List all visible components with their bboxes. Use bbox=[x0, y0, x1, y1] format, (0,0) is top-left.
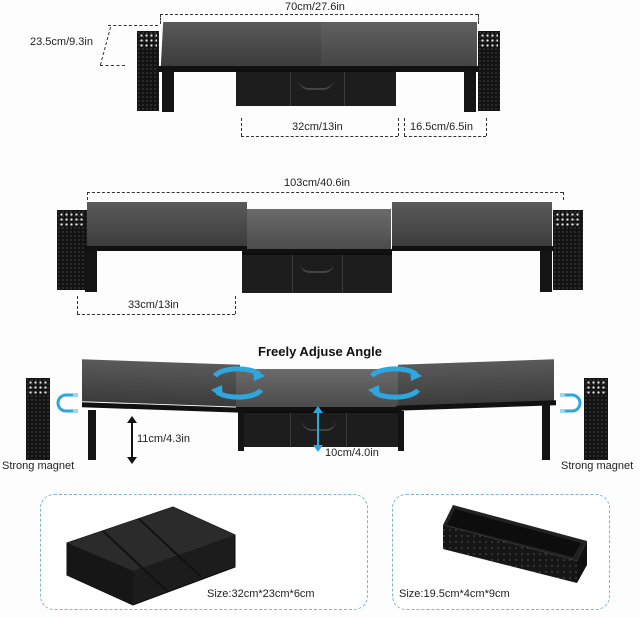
front-edge bbox=[85, 246, 248, 251]
pen-holder-size: Size:19.5cm*4cm*9cm bbox=[399, 588, 510, 600]
left-rotate-icon bbox=[211, 366, 265, 400]
right-detached-pen-holder bbox=[584, 378, 608, 460]
wing-label: 33cm/13in bbox=[128, 299, 179, 311]
accessory-card-pen-holder: Size:19.5cm*4cm*9cm bbox=[392, 494, 610, 610]
center-drawer bbox=[236, 70, 396, 106]
drawer-dimension-tick bbox=[398, 118, 399, 136]
dimension-tick bbox=[563, 192, 564, 200]
side-dimension-tick bbox=[404, 118, 405, 136]
mesh-tray-size: Size:32cm*23cm*6cm bbox=[207, 588, 315, 600]
right-rotate-icon bbox=[368, 366, 422, 400]
drawer-dimension-line bbox=[241, 136, 398, 137]
width-label: 70cm/27.6in bbox=[285, 1, 345, 13]
left-detached-pen-holder bbox=[26, 378, 50, 460]
wing-height-arrow bbox=[127, 416, 137, 464]
left-panel bbox=[160, 22, 324, 66]
side-label: 16.5cm/6.5in bbox=[410, 121, 473, 133]
left-pen-holder bbox=[137, 31, 159, 111]
depth-dimension-line bbox=[100, 65, 125, 66]
wing-dimension-tick bbox=[235, 296, 236, 314]
left-pen-holder bbox=[57, 210, 87, 290]
right-leg bbox=[464, 70, 476, 112]
wing-height-label: 11cm/4.3in bbox=[137, 433, 190, 445]
left-leg bbox=[88, 410, 96, 460]
right-leg bbox=[542, 405, 550, 460]
dimension-tick bbox=[478, 14, 479, 24]
dimension-tick bbox=[87, 192, 88, 200]
right-magnet-icon bbox=[560, 393, 582, 413]
center-leg bbox=[238, 411, 244, 451]
right-pen-holder bbox=[478, 31, 500, 111]
front-edge bbox=[158, 66, 478, 72]
angle-title: Freely Adjuse Angle bbox=[258, 344, 383, 359]
pen-holder-image bbox=[443, 505, 587, 583]
right-pen-holder bbox=[553, 210, 583, 290]
accessory-card-mesh-tray: Size:32cm*23cm*6cm bbox=[40, 494, 368, 610]
center-height-arrow bbox=[313, 406, 323, 452]
dimension-tick bbox=[160, 14, 161, 24]
center-drawer bbox=[238, 411, 400, 447]
side-dimension-line bbox=[404, 136, 486, 137]
right-magnet-label: Strong magnet bbox=[561, 460, 634, 472]
right-wing bbox=[392, 202, 552, 248]
drawer-dimension-tick bbox=[241, 118, 242, 136]
width-dimension-line bbox=[160, 14, 478, 15]
front-edge bbox=[392, 246, 554, 251]
extended-width-line bbox=[87, 192, 563, 193]
wing-dimension-line bbox=[77, 314, 235, 315]
center-drawer bbox=[242, 253, 392, 293]
center-height-label: 10cm/4.0in bbox=[325, 447, 379, 459]
left-wing bbox=[87, 202, 247, 248]
left-magnet-label: Strong magnet bbox=[2, 460, 75, 472]
left-leg bbox=[162, 70, 174, 112]
left-magnet-icon bbox=[56, 393, 78, 413]
wing-dimension-tick bbox=[77, 296, 78, 314]
center-panel bbox=[247, 209, 391, 251]
depth-dimension-line bbox=[108, 25, 158, 26]
depth-label: 23.5cm/9.3in bbox=[30, 36, 93, 48]
center-leg bbox=[398, 411, 404, 451]
side-dimension-tick bbox=[486, 118, 487, 136]
right-leg bbox=[540, 250, 552, 292]
extended-width-label: 103cm/40.6in bbox=[284, 177, 351, 189]
mesh-tray-image bbox=[66, 506, 236, 606]
depth-dimension-line bbox=[99, 27, 112, 65]
front-edge bbox=[242, 249, 392, 254]
drawer-label: 32cm/13in bbox=[292, 121, 343, 133]
right-panel bbox=[321, 22, 477, 66]
left-leg bbox=[85, 250, 97, 292]
